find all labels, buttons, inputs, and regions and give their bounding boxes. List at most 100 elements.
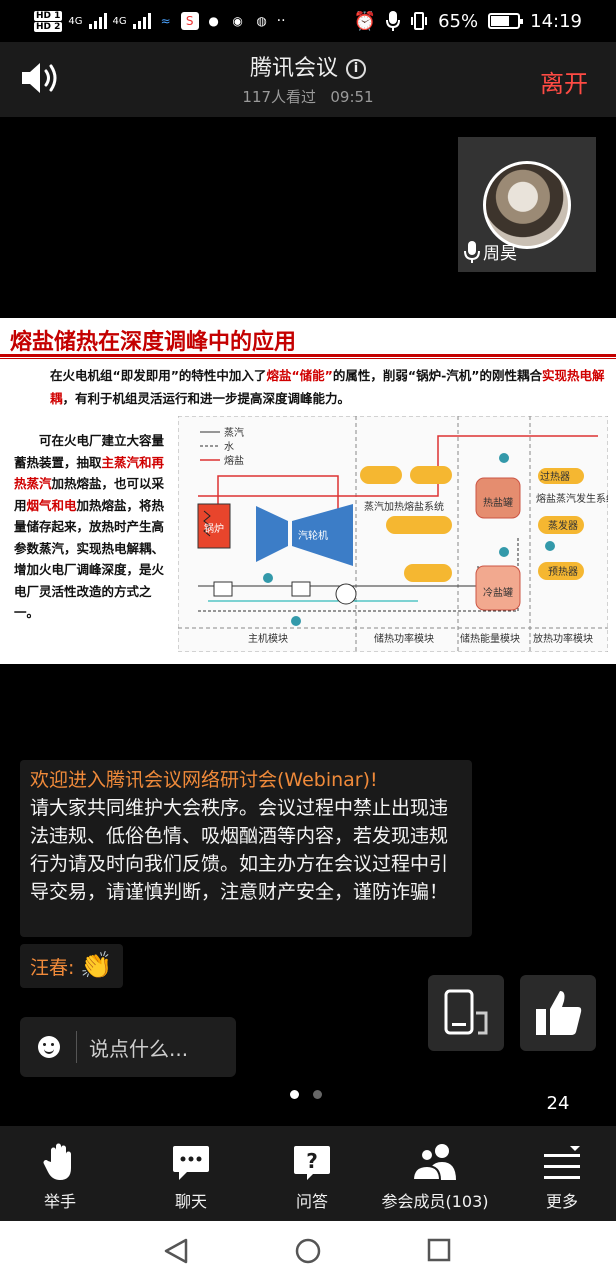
heat-system-label: 蒸汽加热熔盐系统: [364, 500, 444, 513]
leave-button[interactable]: 离开: [540, 64, 588, 99]
net2-label: 4G: [112, 15, 127, 27]
alarm-icon: ⏰: [353, 10, 377, 32]
raise-hand-label: 举手: [43, 1192, 76, 1211]
viewer-count: 117人看过: [242, 88, 317, 106]
app-notify-icon-2: S: [180, 12, 199, 30]
preheater-label: 预热器: [548, 565, 578, 578]
hd2-label: HD 2: [34, 21, 63, 32]
clock: 14:19: [530, 10, 582, 32]
more-notify-icon: ··: [276, 13, 286, 29]
slide-title: 熔盐储热在深度调峰中的应用: [10, 330, 297, 355]
phone-switch-icon: [444, 989, 488, 1035]
thumbs-up-icon: [536, 991, 582, 1035]
members-button[interactable]: 参会成员(103): [362, 1126, 508, 1221]
evaporator-label: 蒸发器: [548, 519, 578, 532]
chat-label: 聊天: [174, 1192, 207, 1211]
chat-input-placeholder: 说点什么...: [89, 1036, 189, 1061]
shared-screen-slide: 熔盐储热在深度调峰中的应用 在火电机组“即发即用”的特性中加入了熔盐“储能”的属…: [0, 318, 616, 664]
menu-icon: [544, 1146, 580, 1179]
signal-icon-2: [132, 13, 151, 29]
legend-water: 水: [224, 441, 234, 453]
slide-divider-thin: [0, 358, 616, 359]
left-highlight-d: 烟气和电: [26, 497, 77, 513]
left-text-a: 可在火电厂建立大容量蓄热装置，抽取: [14, 433, 165, 470]
input-divider: [76, 1031, 77, 1063]
raise-hand-button[interactable]: 举手: [0, 1126, 120, 1221]
members-label: 参会成员(103): [381, 1192, 489, 1211]
members-icon: [411, 1144, 456, 1181]
molten-salt-diagram: 蒸汽 水 熔盐 锅炉 汽轮机 蒸汽加热熔盐系统 热盐罐 冷盐罐: [178, 416, 608, 652]
system-nav-bar: [0, 1221, 616, 1279]
page-indicator: [290, 1090, 322, 1099]
page-dot-active: [290, 1090, 299, 1099]
chat-system-notice: 欢迎进入腾讯会议网络研讨会(Webinar)! 请大家共同维护大会秩序。会议过程…: [20, 760, 472, 937]
home-icon[interactable]: [294, 1237, 322, 1265]
mic-status-icon: [386, 11, 401, 31]
legend-salt: 熔盐: [224, 454, 244, 467]
speaker-icon[interactable]: [20, 60, 60, 96]
chat-rules: 请大家共同维护大会秩序。会议过程中禁止出现违法违规、低俗色情、吸烟酗酒等内容，若…: [30, 797, 449, 903]
intro-highlight-b: 熔盐“储能”: [266, 368, 333, 383]
module-store-power-label: 储热功率模块: [374, 632, 434, 645]
status-left: HD 1 HD 2 4G 4G ≈ S ● ◉ ◍ ··: [34, 10, 286, 32]
emoji-icon[interactable]: [38, 1036, 60, 1058]
participant-tile[interactable]: 周昊: [458, 137, 596, 272]
left-text-e: 加热熔盐，将热量储存起来，放热时产生高参数蒸汽，实现热电解耦、增加火电厂调峰深度…: [14, 497, 165, 621]
chat-sender: 汪春:: [30, 956, 75, 979]
signal-icon: [88, 13, 107, 29]
mic-icon: [464, 240, 480, 263]
module-host-label: 主机模块: [248, 632, 288, 645]
left-text-c: 加热熔盐，也可以采用: [14, 476, 165, 513]
slide-intro: 在火电机组“即发即用”的特性中加入了熔盐“储能”的属性，削弱“锅炉-汽机”的刚性…: [50, 364, 605, 410]
chat-input[interactable]: 说点什么...: [20, 1017, 236, 1077]
more-label: 更多: [545, 1192, 578, 1211]
qa-button[interactable]: ? 问答: [262, 1126, 362, 1221]
back-icon[interactable]: [162, 1237, 190, 1265]
status-right: ⏰ 65% 14:19: [354, 11, 582, 32]
recents-icon[interactable]: [426, 1237, 452, 1263]
chat-icon: [173, 1146, 209, 1180]
hd-indicator: HD 1 HD 2: [34, 10, 63, 32]
intro-text-e: ，有利于机组灵活运行和进一步提高深度调峰能力。: [62, 391, 351, 406]
left-highlight-b: 主蒸汽和再热蒸汽: [14, 454, 165, 492]
wechat-icon: ●: [208, 14, 219, 28]
participant-name-text: 周昊: [483, 244, 517, 264]
meeting-duration: 09:51: [330, 88, 374, 106]
avatar: [483, 161, 571, 249]
chat-welcome: 欢迎进入腾讯会议网络研讨会(Webinar)!: [30, 769, 378, 791]
legend-steam: 蒸汽: [224, 426, 244, 439]
turbine-label: 汽轮机: [298, 529, 328, 542]
bottom-toolbar: 举手 聊天 ? 问答 参会成员(103) 更多: [0, 1126, 616, 1221]
battery-percent: 65%: [438, 10, 479, 32]
chat-button[interactable]: 聊天: [120, 1126, 262, 1221]
more-button[interactable]: 更多: [508, 1126, 616, 1221]
boiler-label: 锅炉: [204, 523, 224, 535]
battery-icon: [488, 13, 524, 29]
superheater-label: 过热器: [540, 470, 570, 483]
hot-tank-label: 热盐罐: [483, 496, 513, 509]
intro-text-c: 的属性，削弱“锅炉-汽机”的刚性耦合: [332, 368, 542, 383]
svg-text:?: ?: [306, 1149, 318, 1173]
hd1-label: HD 1: [34, 10, 63, 21]
hand-icon: [43, 1143, 71, 1180]
switch-view-button[interactable]: [428, 975, 504, 1051]
like-button[interactable]: [520, 975, 596, 1051]
info-icon[interactable]: i: [346, 59, 366, 79]
qa-label: 问答: [295, 1192, 328, 1211]
vibrate-icon: [411, 12, 428, 30]
steam-gen-label: 熔盐蒸汽发生系统: [536, 492, 608, 505]
meeting-subtitle: 117人看过 09:51: [0, 86, 616, 107]
compass-icon: ◍: [256, 14, 267, 28]
slide-divider: [0, 354, 616, 357]
page-dot[interactable]: [313, 1090, 322, 1099]
message-icon: ◉: [232, 14, 243, 28]
module-store-energy-label: 储热能量模块: [460, 632, 520, 645]
like-count: 24: [546, 1093, 570, 1114]
module-release-label: 放热功率模块: [533, 632, 593, 645]
intro-text-a: 在火电机组“即发即用”的特性中加入了: [50, 368, 267, 383]
slide-left-text: 可在火电厂建立大容量蓄热装置，抽取主蒸汽和再热蒸汽加热熔盐，也可以采用烟气和电加…: [14, 430, 166, 624]
clap-emoji-icon: 👏: [80, 951, 113, 981]
net1-label: 4G: [68, 15, 83, 27]
